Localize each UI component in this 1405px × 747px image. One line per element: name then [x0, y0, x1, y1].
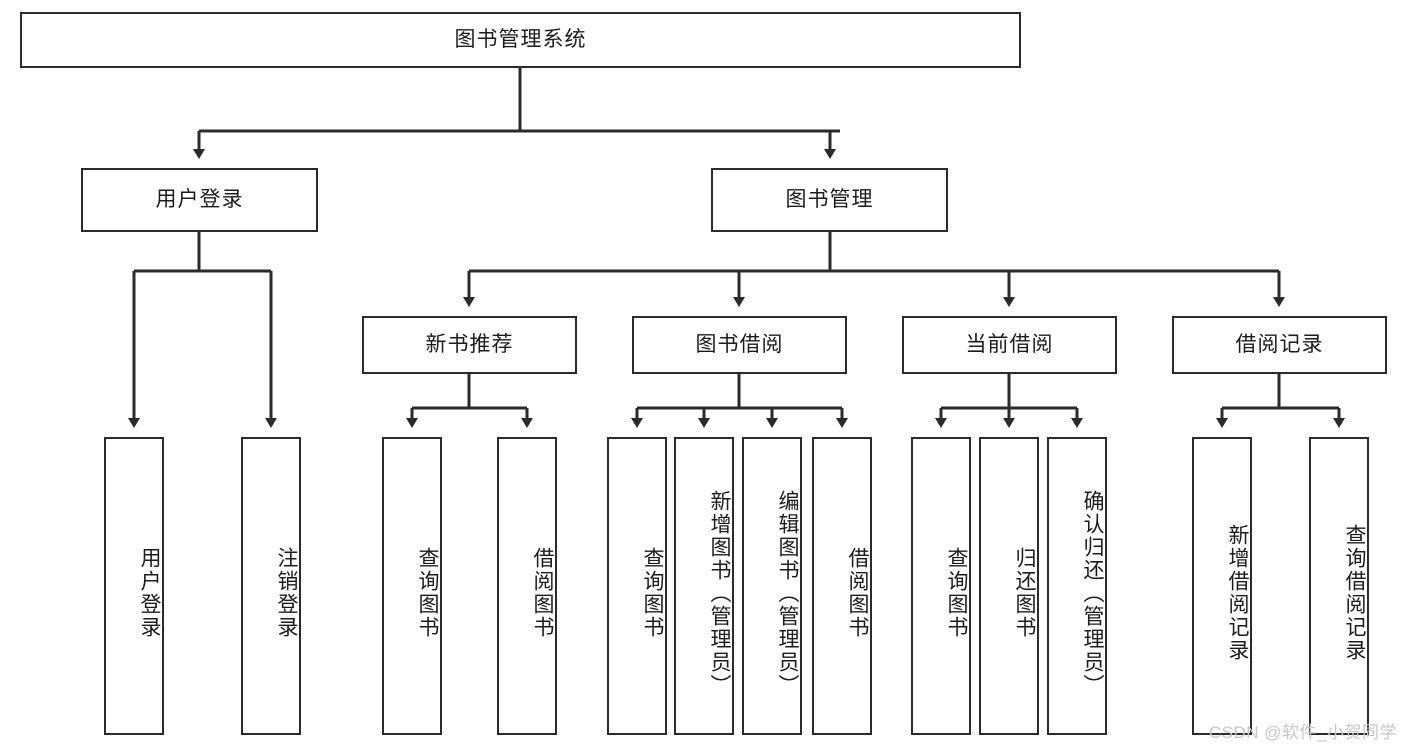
node-label: 借阅记录 [1235, 332, 1324, 356]
node-label: 查询图书 [641, 547, 664, 639]
node-root-book-management-system[interactable]: 图书管理系统 [20, 12, 1021, 68]
node-label: 图书管理系统 [454, 27, 587, 51]
node-label: 编辑图书（管理员） [776, 489, 799, 697]
node-leaf-borrow-book[interactable]: 借阅图书 [812, 437, 872, 735]
node-label: 借阅图书 [846, 547, 869, 639]
node-label: 借阅图书 [531, 547, 554, 639]
node-label: 注销登录 [275, 547, 298, 639]
node-label: 新增借阅记录 [1226, 524, 1249, 662]
node-label: 查询借阅记录 [1343, 524, 1366, 662]
node-leaf-query-book-recommend[interactable]: 查询图书 [382, 437, 442, 735]
node-book-borrow[interactable]: 图书借阅 [632, 316, 847, 374]
node-borrow-record[interactable]: 借阅记录 [1172, 316, 1387, 374]
node-label: 当前借阅 [965, 332, 1054, 356]
node-label: 用户登录 [138, 547, 161, 639]
node-leaf-add-book-admin[interactable]: 新增图书（管理员） [674, 437, 734, 735]
node-user-login[interactable]: 用户登录 [81, 168, 318, 232]
node-leaf-query-book-borrow[interactable]: 查询图书 [607, 437, 667, 735]
node-label: 归还图书 [1013, 547, 1036, 639]
node-leaf-edit-book-admin[interactable]: 编辑图书（管理员） [742, 437, 802, 735]
node-leaf-query-book-current[interactable]: 查询图书 [911, 437, 971, 735]
node-book-management[interactable]: 图书管理 [711, 168, 948, 232]
node-new-book-recommend[interactable]: 新书推荐 [362, 316, 577, 374]
node-leaf-confirm-return-admin[interactable]: 确认归还（管理员） [1047, 437, 1107, 735]
node-label: 新增图书（管理员） [708, 489, 731, 697]
node-label: 查询图书 [416, 547, 439, 639]
node-label: 图书管理 [785, 187, 874, 211]
node-leaf-borrow-book-recommend[interactable]: 借阅图书 [497, 437, 557, 735]
node-label: 确认归还（管理员） [1081, 489, 1104, 697]
node-label: 用户登录 [155, 187, 244, 211]
node-label: 查询图书 [945, 547, 968, 639]
node-leaf-add-borrow-record[interactable]: 新增借阅记录 [1192, 437, 1252, 735]
node-label: 图书借阅 [695, 332, 784, 356]
node-leaf-user-login[interactable]: 用户登录 [104, 437, 164, 735]
node-leaf-return-book[interactable]: 归还图书 [979, 437, 1039, 735]
node-label: 新书推荐 [425, 332, 514, 356]
node-current-borrow[interactable]: 当前借阅 [902, 316, 1117, 374]
node-leaf-query-borrow-record[interactable]: 查询借阅记录 [1309, 437, 1369, 735]
node-leaf-logout-login[interactable]: 注销登录 [241, 437, 301, 735]
